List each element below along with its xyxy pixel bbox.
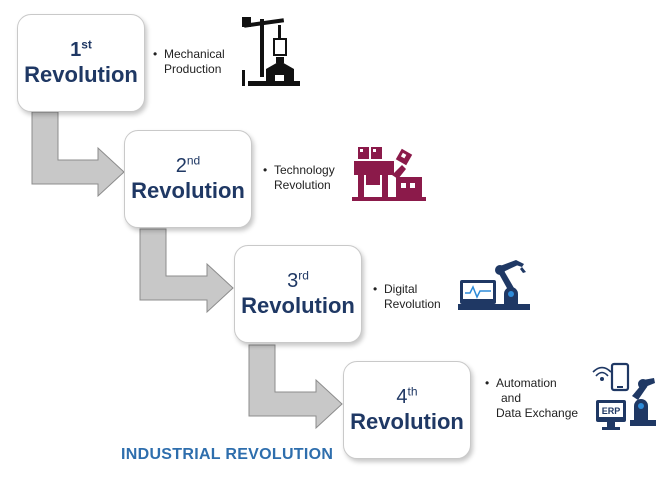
arrow-1-to-2: [31, 111, 125, 198]
revolution-description-4: • Automation and Data Exchange: [485, 376, 579, 420]
factory-machine-icon: [352, 147, 426, 201]
revolution-number-3: 3rd: [287, 268, 309, 292]
revolution-label-4: Revolution: [350, 409, 464, 434]
revolution-description-2: • Technology Revolution: [263, 163, 335, 192]
erp-label: ERP: [602, 406, 621, 416]
oil-pump-icon: [242, 17, 300, 86]
revolution-box-1: 1st Revolution: [17, 14, 145, 112]
robot-arm-computer-icon: [458, 260, 530, 310]
revolution-number-2: 2nd: [175, 153, 201, 177]
diagram-caption: INDUSTRIAL REVOLUTION: [121, 446, 334, 463]
arrow-2-to-3: [139, 228, 234, 314]
revolution-label-3: Revolution: [241, 293, 355, 318]
revolution-label-1: Revolution: [24, 62, 138, 87]
revolution-box-3: 3rd Revolution: [234, 245, 362, 343]
revolution-number-4: 4th: [396, 384, 418, 408]
revolution-box-4: 4th Revolution: [343, 361, 471, 459]
arrow-3-to-4: [248, 344, 343, 430]
revolution-description-3: • Digital Revolution: [373, 282, 441, 311]
revolution-description-1: • Mechanical Production: [153, 47, 225, 76]
revolution-label-2: Revolution: [131, 178, 245, 203]
revolution-box-2: 2nd Revolution: [124, 130, 252, 228]
erp-robot-icon: ERP: [592, 362, 656, 430]
revolution-number-1: 1st: [70, 37, 92, 61]
